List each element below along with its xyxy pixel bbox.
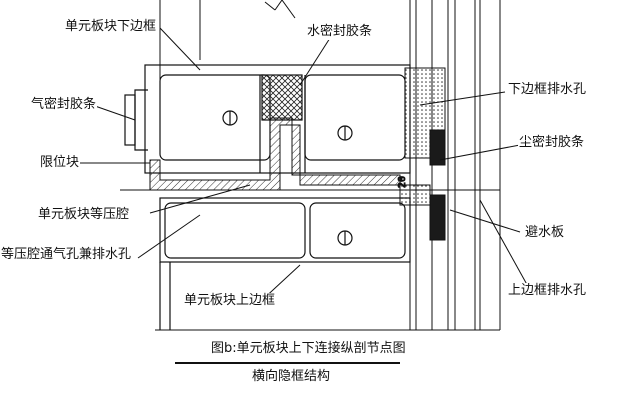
label-pressure-vent: 等压腔通气孔兼排水孔 [0, 247, 133, 263]
label-air-seal: 气密封胶条 [30, 97, 98, 113]
label-lower-frame-drain: 下边框排水孔 [507, 82, 588, 98]
right-gasket-block: 20 [397, 67, 446, 241]
label-drip-plate: 避水板 [524, 225, 566, 241]
dimension-20: 20 [397, 176, 408, 188]
label-upper-frame-drain: 上边框排水孔 [507, 283, 588, 299]
label-upper-unit-lower-frame: 单元板块下边框 [64, 19, 158, 35]
figure-caption: 图b:单元板块上下连接纵剖节点图 [211, 341, 406, 356]
upper-frame-profile [124, 64, 411, 174]
lower-frame-profile [159, 197, 411, 330]
label-limit-block: 限位块 [39, 155, 81, 171]
label-lower-unit-upper-frame: 单元板块上边框 [183, 293, 277, 309]
leader-lines [80, 27, 531, 303]
pressure-chamber-band [149, 117, 401, 191]
label-dust-seal: 尘密封胶条 [518, 135, 586, 151]
label-pressure-chamber: 单元板块等压腔 [37, 207, 131, 223]
label-water-seal: 水密封胶条 [306, 24, 374, 40]
right-verticals [409, 0, 501, 330]
figure-subcaption: 横向隐框结构 [252, 369, 331, 384]
